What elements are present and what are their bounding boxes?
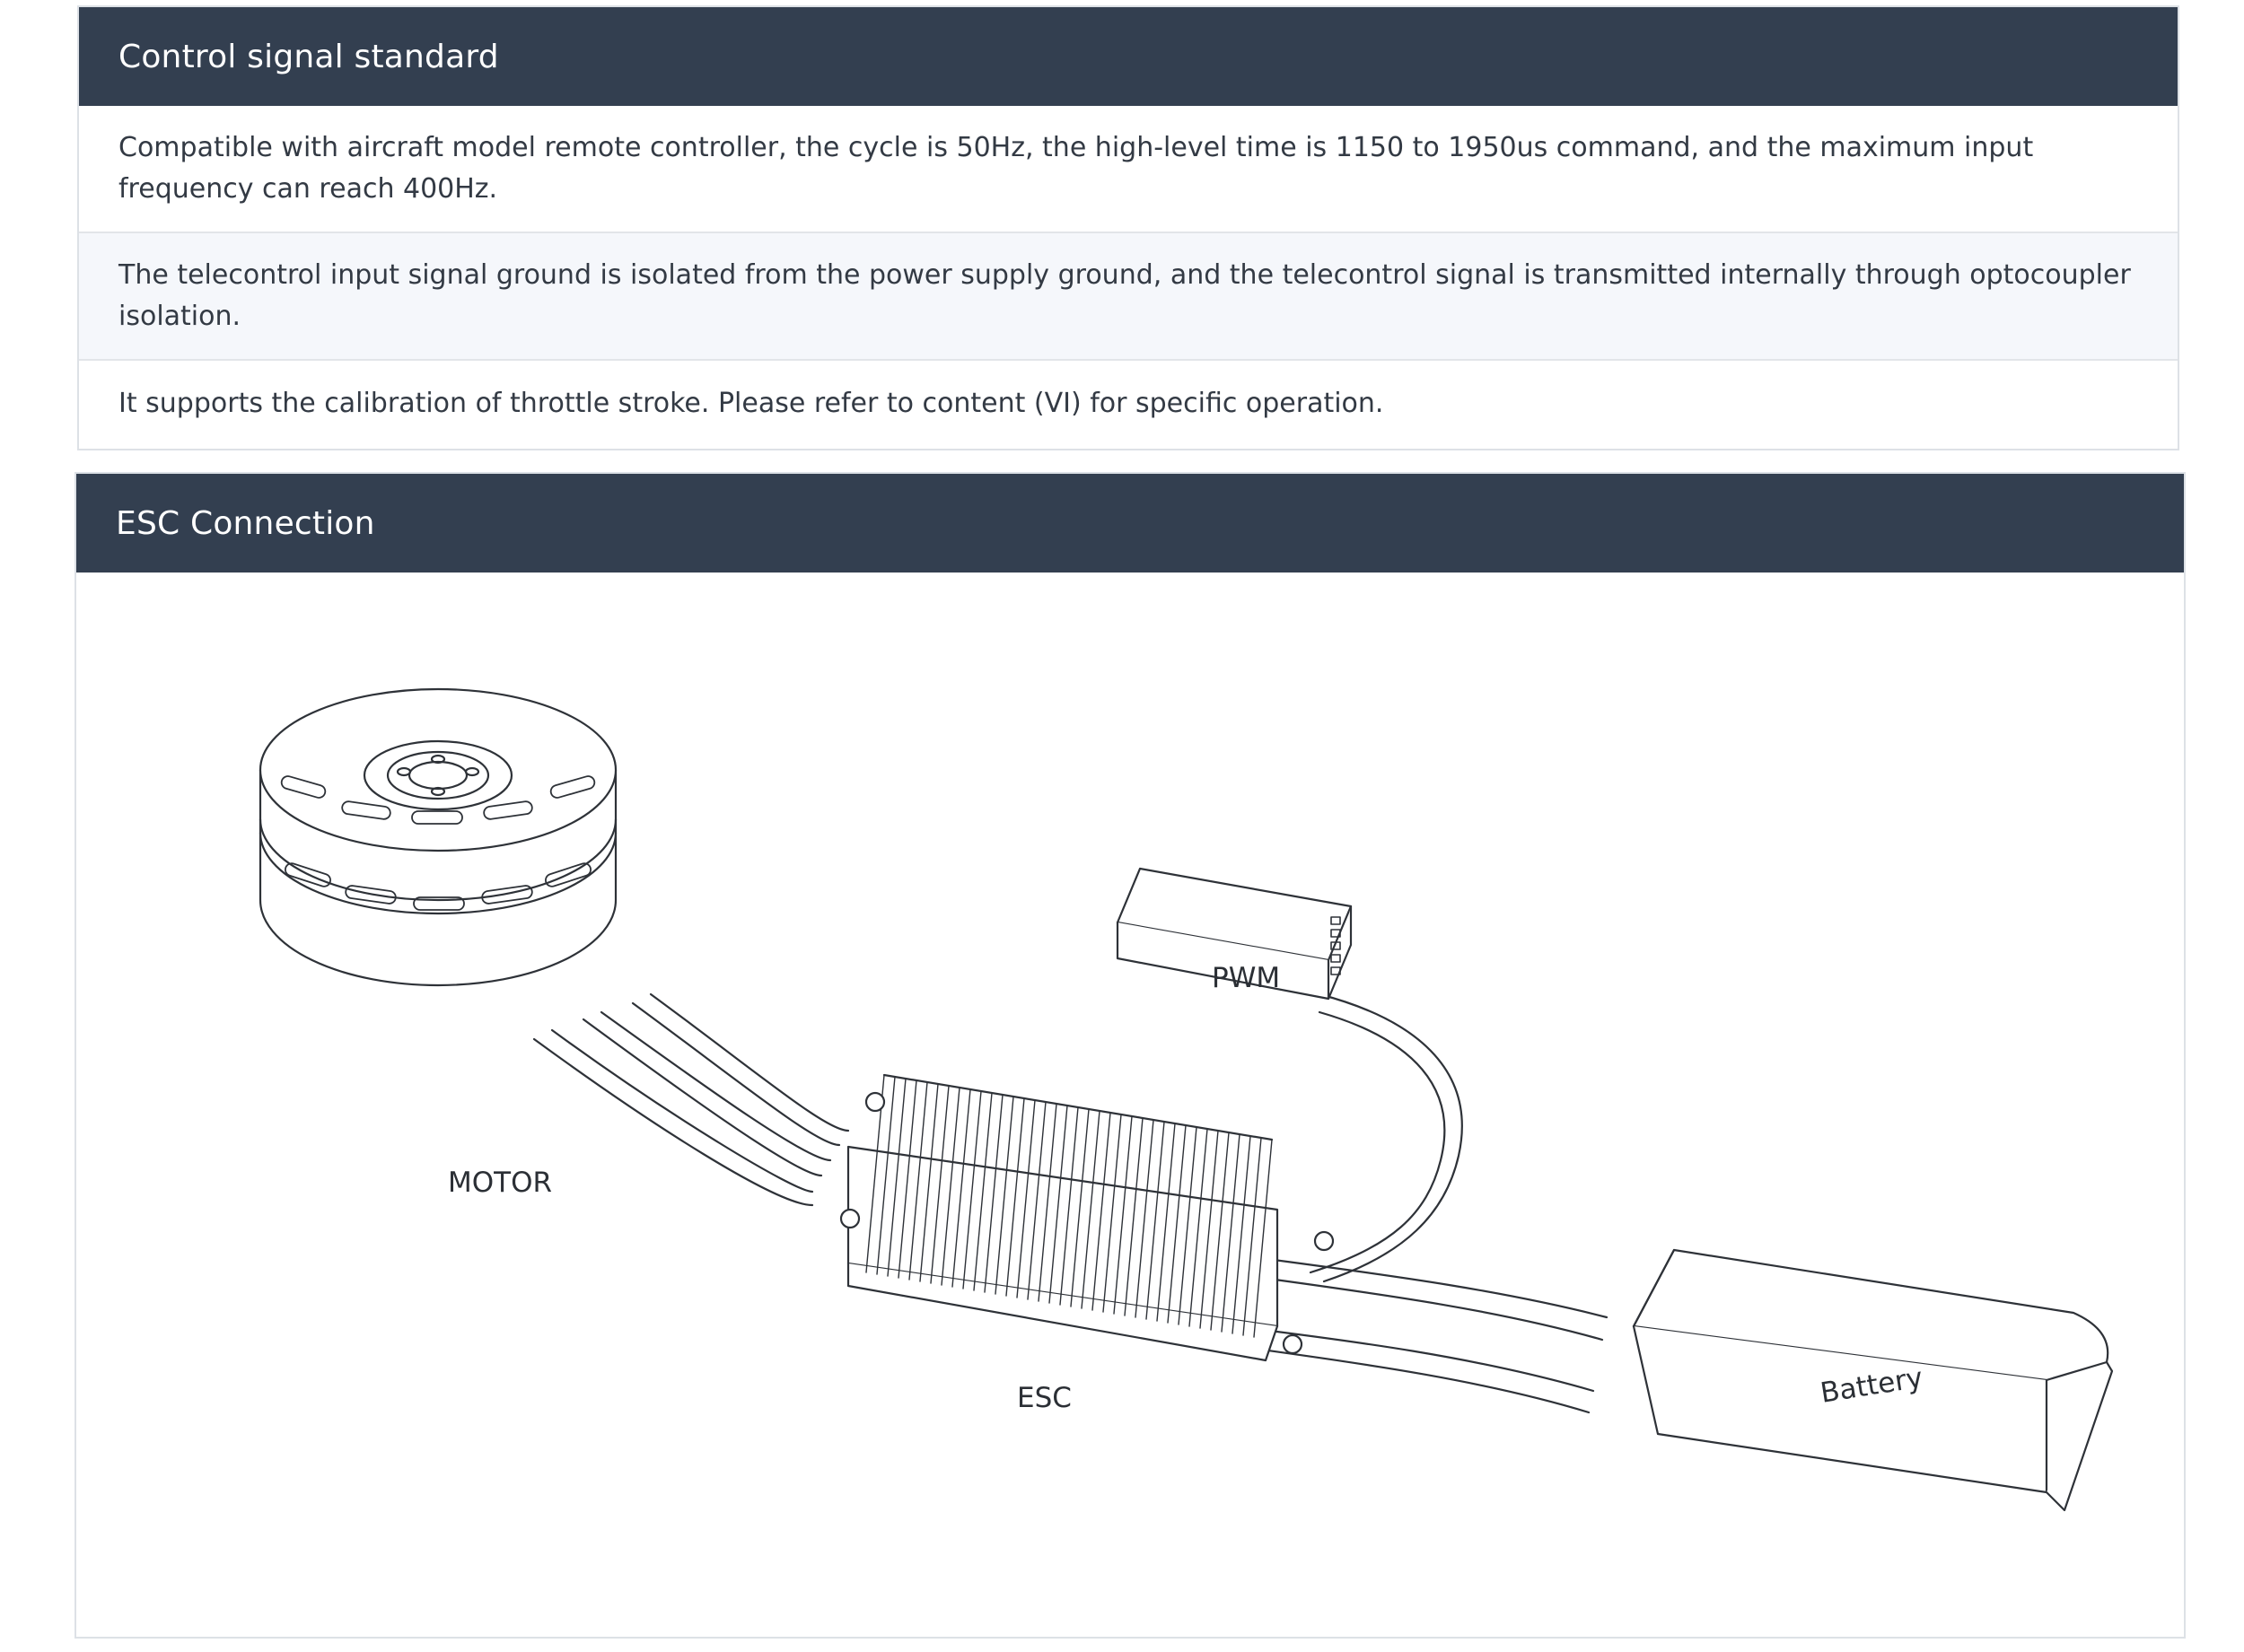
- signal-row-2: The telecontrol input signal ground is i…: [79, 233, 2178, 361]
- battery-pack: [1632, 1248, 2114, 1512]
- battery-cable: [1232, 1253, 1608, 1414]
- signal-row-1-text: Compatible with aircraft model remote co…: [118, 132, 2034, 205]
- control-signal-title: Control signal standard: [79, 7, 2178, 106]
- esc-label: ESC: [1017, 1382, 1072, 1414]
- pwm-module: [1116, 867, 1353, 1001]
- signal-row-3: It supports the calibration of throttle …: [79, 361, 2178, 447]
- motor-cable: [532, 992, 850, 1207]
- pwm-cable: [1309, 992, 1463, 1283]
- esc-connection-panel: ESC Connection: [75, 472, 2186, 1639]
- signal-row-2-text: The telecontrol input signal ground is i…: [118, 259, 2131, 332]
- motor-label: MOTOR: [448, 1167, 552, 1199]
- esc-connection-title: ESC Connection: [76, 474, 2184, 573]
- motor-illustration: [259, 687, 618, 987]
- signal-row-3-text: It supports the calibration of throttle …: [118, 388, 1384, 419]
- pwm-label: PWM: [1212, 962, 1280, 994]
- control-signal-panel: Control signal standard Compatible with …: [77, 5, 2179, 450]
- esc-module: [839, 1073, 1335, 1362]
- signal-row-1: Compatible with aircraft model remote co…: [79, 106, 2178, 233]
- esc-connection-diagram: MOTOR PWM ESC Battery: [259, 687, 2114, 1512]
